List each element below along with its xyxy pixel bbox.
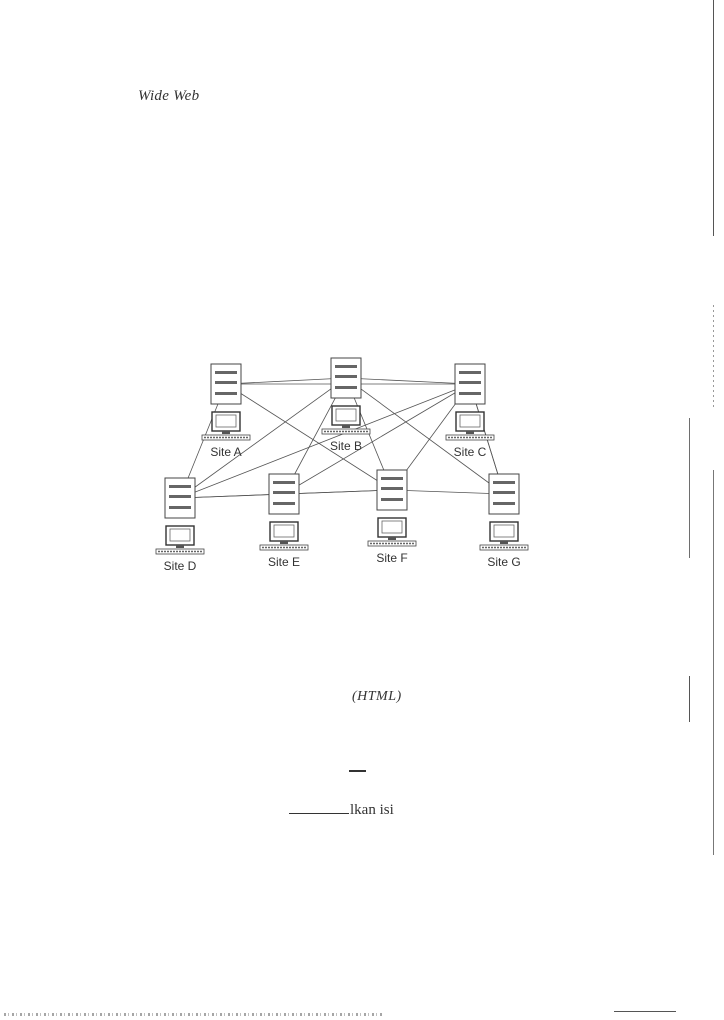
server-slot xyxy=(381,498,403,501)
link-c-e xyxy=(284,383,471,494)
server-slot xyxy=(215,381,237,384)
site-d: Site D xyxy=(155,477,205,573)
monitor-screen xyxy=(493,524,515,538)
server-slot xyxy=(381,487,403,490)
margin-line xyxy=(689,418,690,558)
margin-line xyxy=(713,470,714,855)
server-slot xyxy=(273,502,295,505)
monitor-screen xyxy=(273,524,295,538)
site-a: Site A xyxy=(201,363,251,459)
site-c: Site C xyxy=(445,363,495,459)
monitor-stand xyxy=(466,431,474,434)
monitor-screen xyxy=(215,414,237,428)
monitor-stand xyxy=(176,545,184,548)
monitor-screen xyxy=(335,408,357,422)
text-fragment: lkan isi xyxy=(350,802,394,818)
margin-line xyxy=(713,0,714,236)
server-slot xyxy=(459,392,481,395)
html-fragment: (HTML) xyxy=(352,689,402,704)
server-slot xyxy=(169,485,191,488)
monitor-stand xyxy=(342,425,350,428)
site-g: Site G xyxy=(479,473,529,569)
site-label: Site A xyxy=(210,445,241,459)
link-a-b xyxy=(225,378,346,385)
margin-dots xyxy=(713,305,714,410)
site-label: Site E xyxy=(268,555,300,569)
site-f: Site F xyxy=(367,469,417,565)
scan-noise xyxy=(4,1013,384,1016)
server-slot xyxy=(169,495,191,498)
server-slot xyxy=(459,371,481,374)
site-label: Site B xyxy=(330,439,362,453)
monitor-stand xyxy=(500,541,508,544)
dash-fragment xyxy=(349,770,366,772)
site-label: Site D xyxy=(164,559,197,573)
site-label: Site C xyxy=(454,445,487,459)
site-label: Site F xyxy=(376,551,407,565)
monitor-screen xyxy=(381,520,403,534)
monitor-screen xyxy=(459,414,481,428)
monitor-screen xyxy=(169,528,191,542)
link-b-g xyxy=(345,377,504,494)
link-b-d xyxy=(180,377,347,498)
blank-rule xyxy=(289,812,349,815)
monitor-stand xyxy=(280,541,288,544)
server-slot xyxy=(493,481,515,484)
footer-rule xyxy=(614,1011,676,1012)
monitor-stand xyxy=(388,537,396,540)
margin-line xyxy=(689,676,690,722)
site-label: Site G xyxy=(487,555,520,569)
server-slot xyxy=(215,392,237,395)
link-a-f xyxy=(225,383,392,490)
heading-fragment: Wide Web xyxy=(138,88,200,104)
server-slot xyxy=(273,481,295,484)
site-b: Site B xyxy=(321,357,371,453)
sites-layer: Site A Site B Site C Site D Site E Site F Site… xyxy=(155,357,529,573)
server-slot xyxy=(215,371,237,374)
link-b-c xyxy=(345,377,470,384)
monitor-stand xyxy=(222,431,230,434)
server-slot xyxy=(335,365,357,368)
server-slot xyxy=(493,502,515,505)
server-slot xyxy=(493,491,515,494)
server-slot xyxy=(335,386,357,389)
text-line-fragment: lkan isi xyxy=(289,802,394,819)
link-f-g xyxy=(391,489,504,494)
server-slot xyxy=(335,375,357,378)
link-c-d xyxy=(180,383,471,498)
server-slot xyxy=(381,477,403,480)
site-e: Site E xyxy=(259,473,309,569)
server-slot xyxy=(273,491,295,494)
server-slot xyxy=(459,381,481,384)
server-slot xyxy=(169,506,191,509)
network-diagram: Site A Site B Site C Site D Site E Site F Site… xyxy=(155,357,529,573)
